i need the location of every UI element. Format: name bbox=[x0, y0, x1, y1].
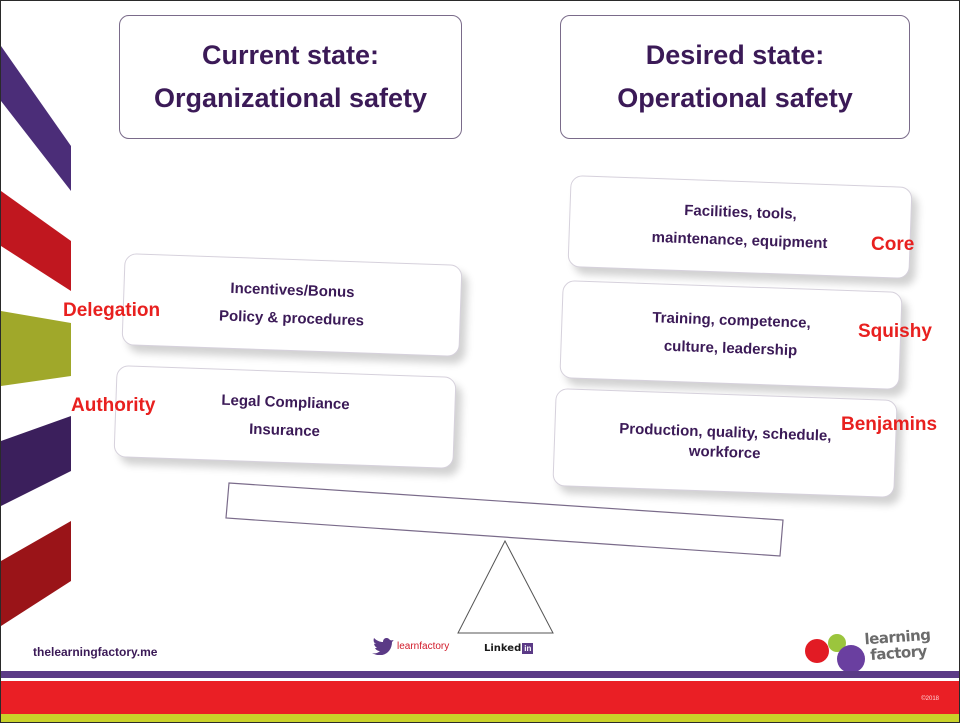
twitter-link[interactable]: learnfactory bbox=[371, 637, 449, 655]
left-box-incentives-line1: Incentives/Bonus bbox=[230, 279, 355, 302]
seesaw-beam bbox=[225, 482, 784, 557]
right-box-facilities-line1: Facilities, tools, bbox=[683, 202, 798, 223]
learning-factory-logo-text: learning factory bbox=[842, 625, 954, 665]
current-state-line2: Organizational safety bbox=[153, 83, 428, 113]
desired-state-box: Desired state: Operational safety bbox=[560, 15, 910, 139]
desired-state-line1: Desired state: bbox=[645, 40, 825, 70]
band-red bbox=[1, 681, 959, 714]
linkedin-in-icon: in bbox=[522, 643, 534, 654]
label-benjamins: Benjamins bbox=[841, 414, 938, 435]
label-authority: Authority bbox=[71, 395, 156, 416]
left-box-incentives: Incentives/Bonus Policy & procedures bbox=[121, 253, 463, 357]
current-state-line1: Current state: bbox=[201, 40, 380, 70]
band-yellow bbox=[1, 714, 959, 722]
label-delegation: Delegation bbox=[63, 300, 161, 321]
left-stripes-decoration bbox=[1, 46, 71, 626]
left-box-legal: Legal Compliance Insurance bbox=[113, 365, 457, 469]
learning-factory-gears-logo bbox=[805, 634, 865, 673]
linkedin-logo-text: Linked bbox=[484, 643, 522, 654]
stripe-purple-2 bbox=[1, 416, 71, 506]
label-core: Core bbox=[871, 234, 915, 255]
right-box-facilities-line2: maintenance, equipment bbox=[651, 228, 828, 253]
footer-website[interactable]: thelearningfactory.me bbox=[33, 645, 158, 659]
right-box-training-line2: culture, leadership bbox=[663, 337, 798, 360]
twitter-bird-icon bbox=[372, 638, 394, 655]
right-box-training: Training, competence, culture, leadershi… bbox=[559, 280, 903, 390]
band-purple bbox=[1, 671, 959, 678]
left-box-legal-line1: Legal Compliance bbox=[221, 391, 350, 414]
desired-state-line2: Operational safety bbox=[617, 83, 853, 113]
current-state-box: Current state: Organizational safety bbox=[119, 15, 462, 139]
stripe-olive bbox=[1, 311, 71, 386]
stripe-red-2 bbox=[1, 521, 71, 626]
seesaw-fulcrum bbox=[457, 539, 554, 634]
left-box-legal-line2: Insurance bbox=[248, 420, 321, 441]
twitter-handle: learnfactory bbox=[397, 640, 450, 652]
right-box-production-line2: workforce bbox=[688, 442, 761, 463]
linkedin-link[interactable]: Linked in bbox=[484, 643, 534, 654]
left-box-incentives-line2: Policy & procedures bbox=[218, 307, 365, 330]
label-squishy: Squishy bbox=[858, 321, 932, 342]
stripe-red-1 bbox=[1, 191, 71, 291]
copyright-text: ©2018 bbox=[921, 696, 939, 702]
stripe-purple-1 bbox=[1, 46, 71, 191]
right-box-production: Production, quality, schedule, workforce bbox=[552, 388, 898, 498]
right-box-facilities: Facilities, tools, maintenance, equipmen… bbox=[567, 175, 913, 279]
